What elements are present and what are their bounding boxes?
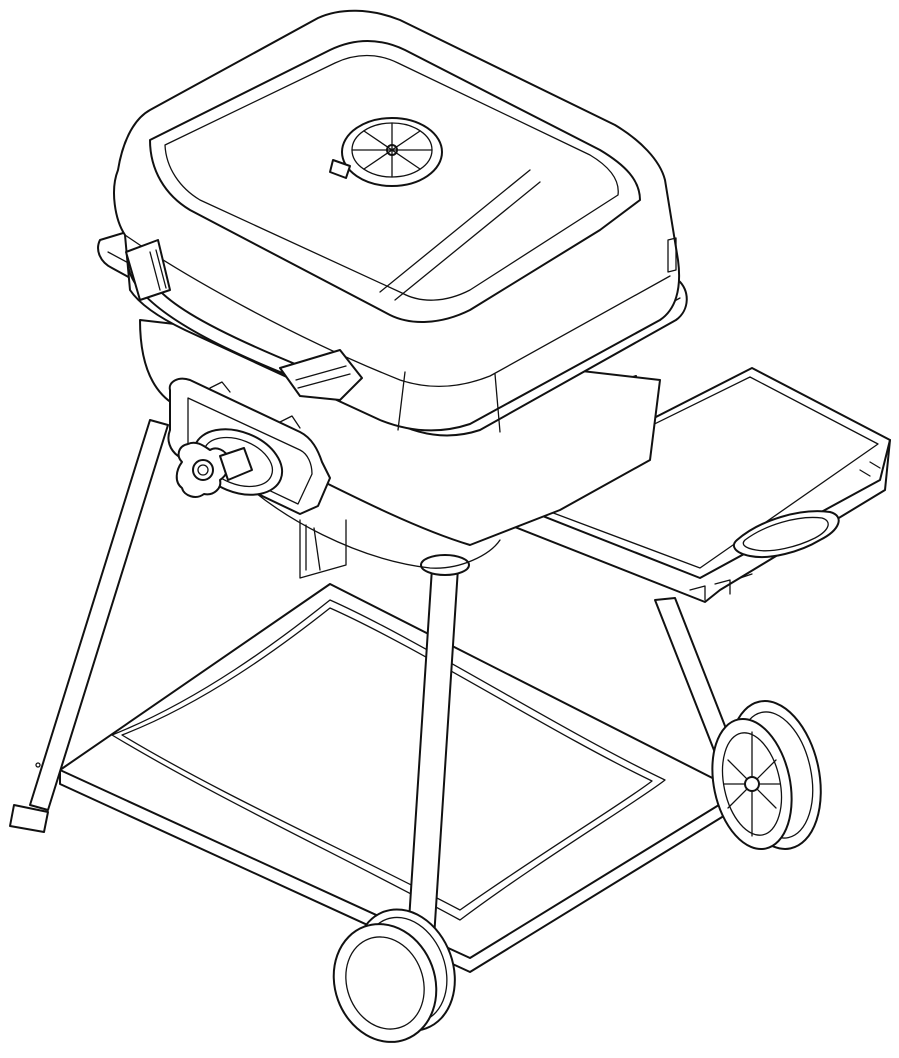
control-knob[interactable]	[175, 441, 253, 498]
lid-vent	[329, 117, 443, 187]
lid-handle	[125, 239, 363, 401]
front-left-leg	[9, 419, 169, 833]
rear-wheel	[711, 700, 822, 851]
front-center-leg	[407, 554, 470, 939]
lid-latch	[667, 237, 677, 273]
lid	[113, 9, 681, 433]
front-wheel	[332, 908, 456, 1043]
